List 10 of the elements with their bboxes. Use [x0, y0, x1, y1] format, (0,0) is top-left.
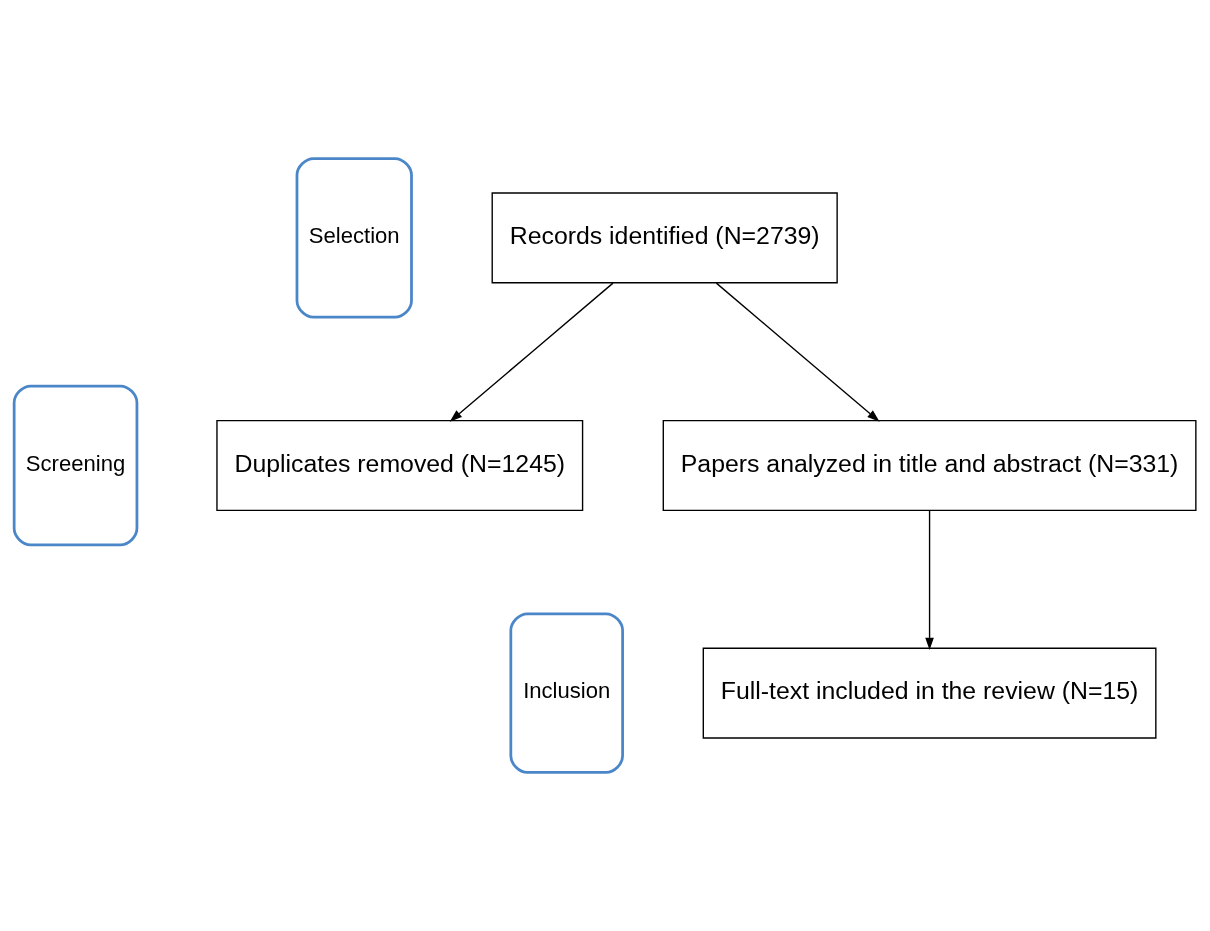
node-box: Papers analyzed in title and abstract (N=331) — [662, 419, 1197, 512]
node-box: Duplicates removed (N=1245) — [216, 419, 584, 512]
node-box: Records identified (N=2739) — [491, 192, 838, 284]
node-box: Inclusion — [509, 612, 624, 774]
arrow — [715, 282, 880, 422]
node-box: Selection — [295, 157, 413, 319]
node-box: Screening — [12, 384, 139, 547]
arrow — [925, 510, 934, 651]
node-box: Full-text included in the review (N=15) — [702, 647, 1157, 739]
arrow — [449, 282, 614, 422]
